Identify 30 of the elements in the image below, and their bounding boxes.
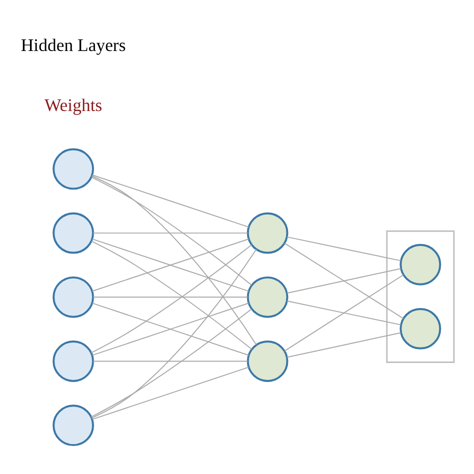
connector bbox=[286, 236, 402, 262]
connector bbox=[284, 274, 404, 352]
connector bbox=[284, 242, 404, 320]
connector bbox=[286, 332, 402, 358]
label: Hidden Layers bbox=[20, 35, 126, 56]
connector bbox=[92, 232, 248, 234]
connector bbox=[92, 238, 250, 292]
node-circle bbox=[400, 244, 442, 286]
cluster bbox=[386, 230, 455, 363]
node-circle bbox=[246, 276, 288, 318]
node-circle bbox=[52, 276, 94, 318]
connector bbox=[286, 300, 402, 326]
node-circle bbox=[400, 308, 442, 350]
node-circle bbox=[52, 340, 94, 382]
connector bbox=[91, 248, 257, 419]
connector bbox=[91, 176, 252, 286]
label: Weights bbox=[44, 95, 102, 116]
connector bbox=[92, 176, 257, 346]
connector bbox=[286, 268, 402, 294]
node-circle bbox=[52, 148, 94, 190]
connector bbox=[92, 366, 250, 420]
node-circle bbox=[246, 212, 288, 254]
node-circle bbox=[246, 340, 288, 382]
connector bbox=[92, 360, 248, 362]
connector bbox=[92, 174, 250, 228]
connector bbox=[90, 308, 252, 418]
connector bbox=[92, 302, 250, 356]
connector bbox=[92, 296, 248, 298]
node-circle bbox=[52, 212, 94, 254]
node-circle bbox=[52, 404, 94, 446]
